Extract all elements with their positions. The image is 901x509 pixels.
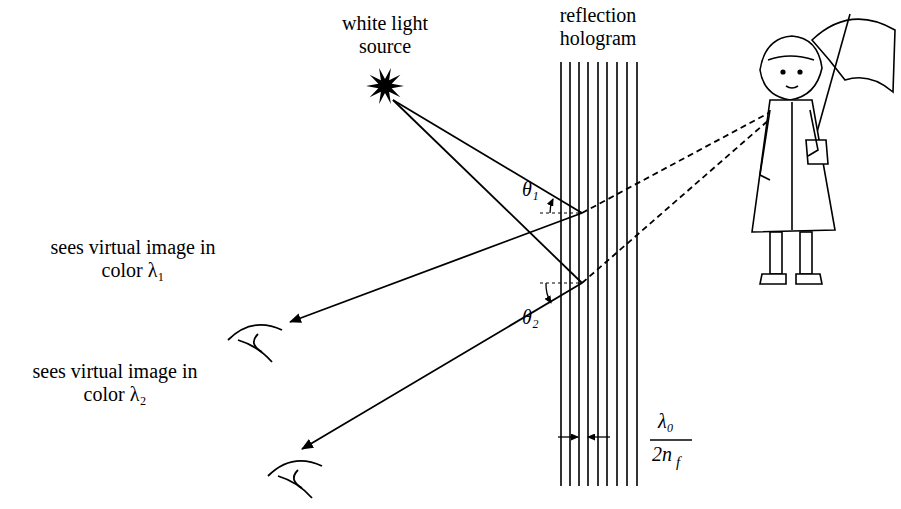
eye-symbols xyxy=(228,325,322,498)
hologram-plane xyxy=(560,62,562,486)
viewer-label: sees virtual image in color λ₁ xyxy=(38,236,228,282)
hologram-plane xyxy=(587,62,589,486)
hologram-plane xyxy=(578,62,580,486)
angle-arcs xyxy=(546,199,553,303)
normal-lines xyxy=(540,213,582,283)
spacing-numerator: λ₀ xyxy=(658,410,674,433)
spacing-subscript: f xyxy=(676,454,680,471)
hologram-plane xyxy=(606,62,608,486)
hologram-label: reflection hologram xyxy=(538,4,658,50)
spacing-arrows xyxy=(558,437,692,440)
angle-label: θ₂ xyxy=(522,306,539,329)
hologram-plane xyxy=(636,62,638,486)
viewer-label: sees virtual image in color λ₂ xyxy=(20,360,210,406)
angle-label: θ₁ xyxy=(522,178,539,201)
hologram-plane xyxy=(616,62,618,486)
virtual-image-rays xyxy=(582,108,778,283)
hologram-plane xyxy=(569,62,571,486)
girl-figure xyxy=(752,14,895,284)
hologram-plane xyxy=(597,62,599,486)
source-label: white light source xyxy=(325,12,445,58)
light-rays xyxy=(290,100,582,449)
spacing-denominator: 2n xyxy=(652,443,672,466)
light-source-star xyxy=(366,68,404,104)
hologram-plane xyxy=(626,62,628,486)
